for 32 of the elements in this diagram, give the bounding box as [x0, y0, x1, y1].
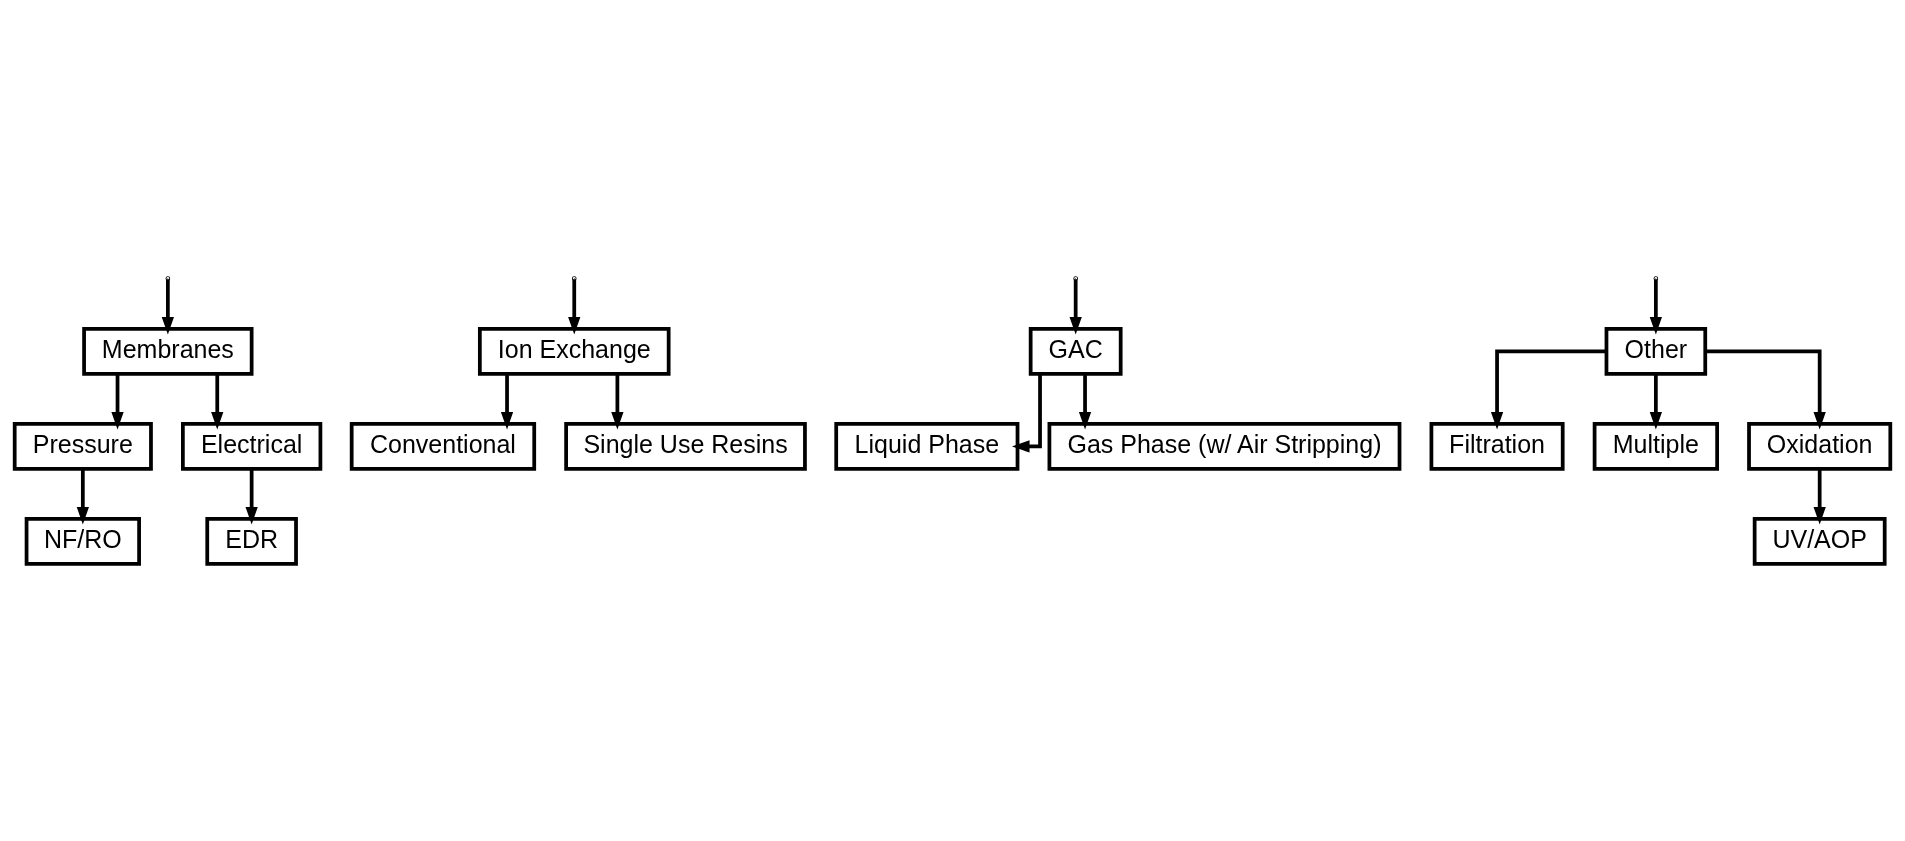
arrow [1813, 468, 1826, 524]
node-box: EDR [205, 516, 298, 566]
arrow [245, 468, 258, 524]
node-box: Oxidation [1747, 421, 1893, 471]
arrow [500, 373, 514, 429]
arrow [1012, 373, 1042, 453]
node-box: Other [1604, 326, 1708, 376]
node-box: Ion Exchange [477, 326, 671, 376]
node-box: Filtration [1429, 421, 1565, 471]
arrow [1490, 349, 1607, 430]
arrow [611, 373, 624, 429]
node-box: UV/AOP [1752, 516, 1887, 566]
node-box: Single Use Resins [564, 421, 807, 471]
arrow [211, 373, 224, 429]
arrow [1069, 278, 1082, 335]
arrow [161, 278, 174, 335]
node-box: NF/RO [24, 516, 141, 566]
arrow [76, 468, 89, 524]
arrow [1649, 373, 1662, 429]
node-box: Membranes [82, 326, 254, 376]
node-box: Conventional [349, 421, 537, 471]
node-box: Gas Phase (w/ Air Stripping) [1047, 421, 1402, 471]
node-box: Liquid Phase [834, 421, 1020, 471]
node-box: GAC [1028, 326, 1123, 376]
arrow [1078, 373, 1092, 429]
arrow [568, 278, 581, 335]
arrow [1705, 349, 1826, 430]
node-box: Electrical [181, 421, 323, 471]
arrow [111, 373, 124, 429]
node-box: Multiple [1592, 421, 1719, 471]
node-box: Pressure [12, 421, 153, 471]
arrow [1649, 278, 1662, 335]
